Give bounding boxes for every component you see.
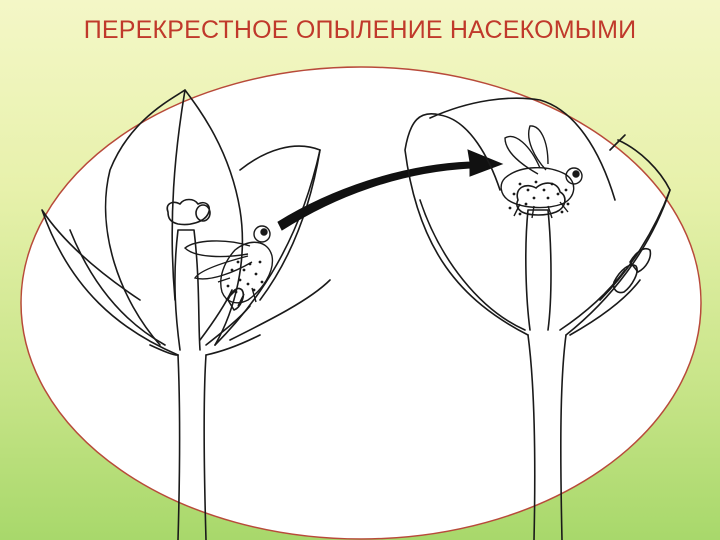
left-insect-eye [261, 229, 267, 235]
oval-frame [21, 67, 701, 539]
right-insect-eye [573, 171, 579, 177]
